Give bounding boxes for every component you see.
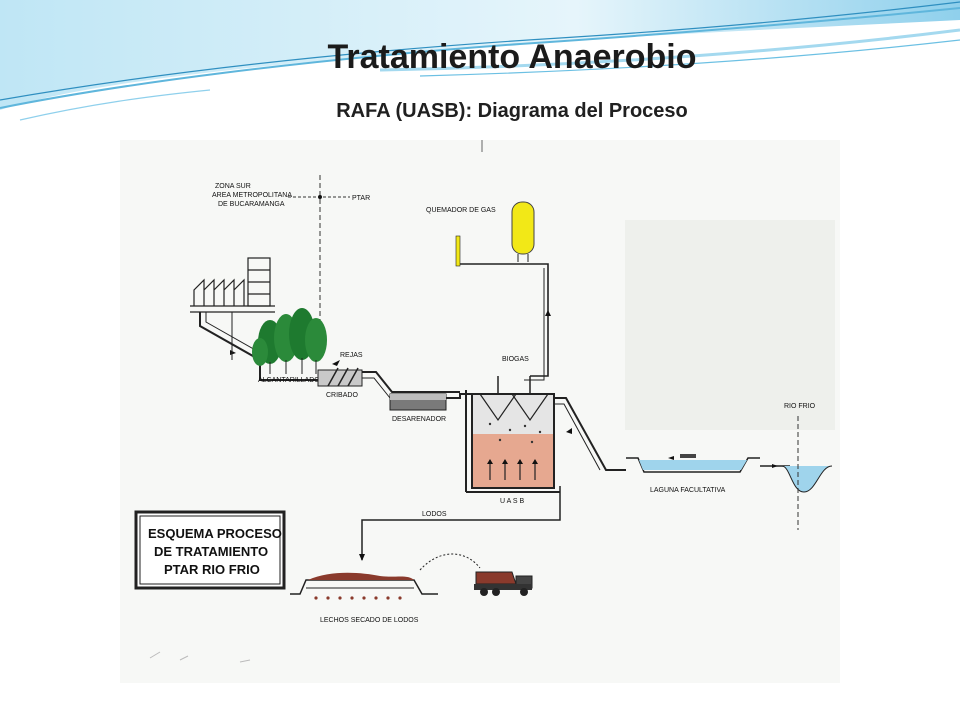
legend-line-1: ESQUEMA PROCESO [148, 526, 282, 541]
pipe-to-desarenador [362, 371, 460, 393]
ptar-dot [318, 195, 322, 199]
gas-burner [455, 235, 461, 267]
label-rio-frio: RIO FRIO [784, 403, 816, 410]
label-rejas: REJAS [340, 352, 363, 359]
slide-title: Tratamiento Anaerobio [327, 38, 697, 76]
gas-flow-arrow [545, 310, 551, 316]
pipe-to-uasb [446, 393, 472, 399]
sludge-arrow [359, 554, 365, 561]
label-ptar: PTAR [352, 195, 370, 202]
legend-line-2: DE TRATAMIENTO [154, 544, 268, 559]
flow-arrow-1 [230, 350, 236, 355]
header-swoosh [0, 0, 960, 121]
uasb-reactor [465, 376, 560, 493]
label-lodos: LODOS [422, 511, 447, 518]
label-biogas: BIOGAS [502, 356, 529, 363]
label-desarenador: DESARENADOR [392, 416, 446, 423]
flow-arrow-3 [772, 464, 778, 468]
scan-marks [149, 651, 251, 663]
pipe-to-laguna [554, 397, 626, 471]
grit-chamber [389, 393, 447, 411]
city-buildings [190, 257, 275, 313]
pipe-to-desarenador-inner [362, 377, 391, 399]
screening-unit [317, 360, 363, 387]
scan-shadow [625, 220, 835, 430]
transfer-arc [419, 553, 481, 571]
slide-subtitle: RAFA (UASB): Diagrama del Proceso [336, 100, 688, 122]
flow-arrow-2 [566, 428, 572, 434]
sewer-pipe-inner [205, 312, 267, 357]
gas-tank [511, 201, 535, 262]
rio-frio-river [781, 416, 833, 530]
pipe-to-laguna-inner [554, 403, 601, 471]
sludge-pipe [361, 486, 561, 560]
trees [231, 308, 327, 374]
label-lechos: LECHOS SECADO DE LODOS [320, 617, 419, 624]
label-alcantarillado: ALCANTARILLADO [258, 377, 320, 384]
label-quemador: QUEMADOR DE GAS [426, 207, 496, 214]
sludge-drying-beds [290, 572, 438, 600]
facultative-lagoon [626, 454, 760, 473]
label-cribado: CRIBADO [326, 392, 358, 399]
label-laguna: LAGUNA FACULTATIVA [650, 487, 726, 494]
process-diagram-svg: ZONA SUR AREA METROPOLITANA DE BUCARAMAN… [134, 140, 835, 663]
process-diagram: ZONA SUR AREA METROPOLITANA DE BUCARAMAN… [120, 140, 840, 683]
label-zona-sur-3: DE BUCARAMANGA [218, 201, 285, 208]
sludge-truck [474, 571, 533, 596]
label-zona-sur-1: ZONA SUR [215, 183, 251, 190]
legend-line-3: PTAR RIO FRIO [164, 562, 260, 577]
label-zona-sur-2: AREA METROPOLITANA [212, 192, 292, 199]
label-uasb: U A S B [500, 498, 524, 505]
legend-box: ESQUEMA PROCESO DE TRATAMIENTO PTAR RIO … [134, 510, 286, 590]
biogas-pipe-inner [524, 268, 545, 381]
